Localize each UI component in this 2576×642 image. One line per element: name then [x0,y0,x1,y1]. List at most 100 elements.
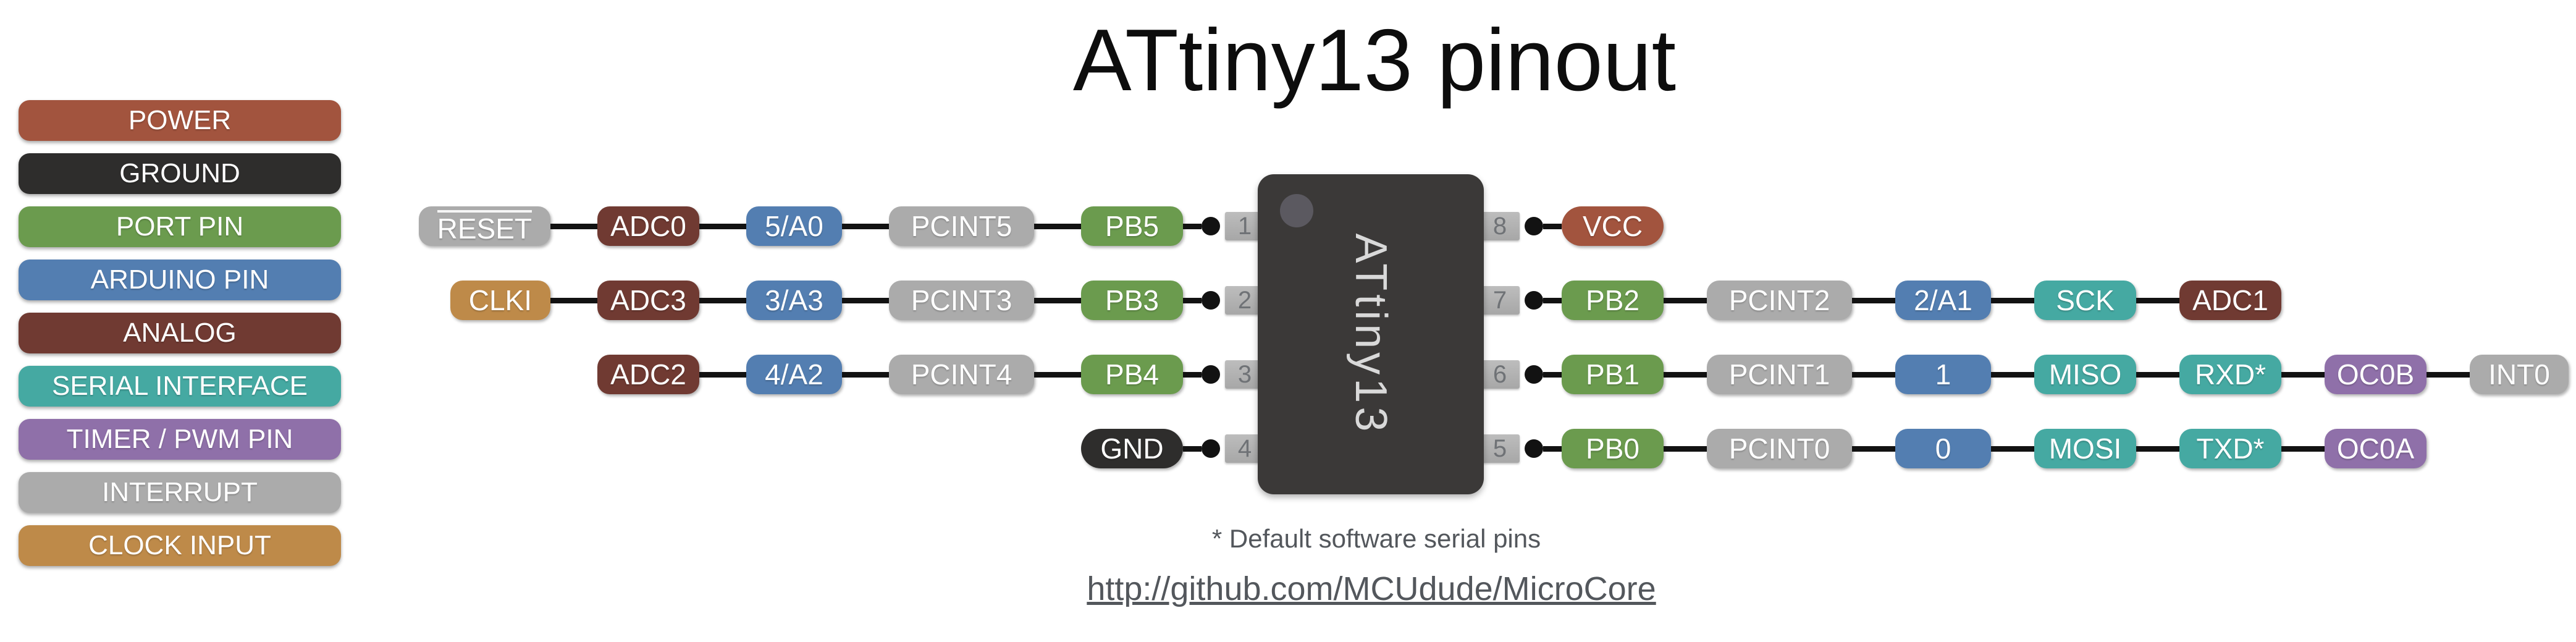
connector-line [1034,371,1081,378]
pin-badge-txd: TXD* [2179,429,2281,468]
overline-label: RESET [437,209,532,243]
pin-badge-oc0b: OC0B [2325,355,2427,394]
pin-badge-vcc: VCC [1562,206,1664,246]
connector-line [1852,371,1895,378]
pin-badge-oc0a: OC0A [2325,429,2427,468]
connector-line [1543,371,1562,378]
connector-line [699,371,746,378]
pin-badge-pb3: PB3 [1081,281,1183,320]
pin-badge-3-a3: 3/A3 [746,281,842,320]
pin-badge-0: 0 [1895,429,1991,468]
pin-badge-clki: CLKI [450,281,550,320]
connector-dot [1202,365,1220,384]
pin-6-tab: 6 [1480,360,1520,389]
connector-line [1183,297,1202,303]
pin-badge-pcint4: PCINT4 [889,355,1034,394]
pin-5-tab: 5 [1480,434,1520,463]
pin-badge-adc0: ADC0 [597,206,699,246]
legend-item-ground: GROUND [19,153,341,194]
pin-badge-1: 1 [1895,355,1991,394]
legend-item-analog: ANALOG [19,313,341,353]
pin-badge-5-a0: 5/A0 [746,206,842,246]
connector-dot [1525,291,1543,310]
connector-line [1852,297,1895,303]
pin-badge-pcint3: PCINT3 [889,281,1034,320]
pin-badge-4-a2: 4/A2 [746,355,842,394]
connector-dot [1202,217,1220,235]
connector-dot [1525,365,1543,384]
connector-line [1664,371,1707,378]
connector-line [1034,297,1081,303]
connector-line [842,223,889,229]
footnote: * Default software serial pins [1211,524,1541,553]
connector-line [1991,297,2034,303]
connector-dot [1202,291,1220,310]
pin-badge-pb2: PB2 [1562,281,1664,320]
connector-line [2281,446,2325,452]
pin-badge-2-a1: 2/A1 [1895,281,1991,320]
connector-line [2136,371,2179,378]
pin-badge-adc3: ADC3 [597,281,699,320]
connector-line [1183,371,1202,378]
pin-badge-adc2: ADC2 [597,355,699,394]
chip-label: ATtiny13 [1346,233,1395,436]
connector-line [842,371,889,378]
legend-item-arduino-pin: ARDUINO PIN [19,260,341,300]
pin-7-tab: 7 [1480,286,1520,315]
connector-line [1183,223,1202,229]
connector-line [842,297,889,303]
connector-line [1183,446,1202,452]
connector-line [1034,223,1081,229]
pin-badge-gnd: GND [1081,429,1183,468]
connector-line [2136,297,2179,303]
pin-badge-mosi: MOSI [2034,429,2136,468]
pin-badge-adc1: ADC1 [2179,281,2281,320]
github-link[interactable]: http://github.com/MCUdude/MicroCore [1087,570,1656,607]
connector-line [2281,371,2325,378]
connector-line [1543,446,1562,452]
pin-badge-pcint1: PCINT1 [1707,355,1852,394]
legend-item-serial-interface: SERIAL INTERFACE [19,366,341,407]
legend-item-interrupt: INTERRUPT [19,472,341,513]
pin-badge-miso: MISO [2034,355,2136,394]
pin-badge-pcint2: PCINT2 [1707,281,1852,320]
connector-dot [1525,217,1543,235]
pin-badge-pb5: PB5 [1081,206,1183,246]
connector-dot [1202,439,1220,458]
pin-badge-sck: SCK [2034,281,2136,320]
legend-item-clock-input: CLOCK INPUT [19,525,341,566]
connector-line [2427,371,2470,378]
chip-pin1-marker-dot [1280,194,1313,227]
connector-line [699,223,746,229]
legend-item-timer-pwm-pin: TIMER / PWM PIN [19,419,341,460]
connector-line [1543,223,1562,229]
connector-line [699,297,746,303]
connector-line [1664,446,1707,452]
connector-line [1852,446,1895,452]
connector-dot [1525,439,1543,458]
chip-body: ATtiny13 [1258,174,1484,494]
pin-badge-reset: RESET [418,206,550,246]
connector-line [550,297,597,303]
pin-badge-rxd: RXD* [2179,355,2281,394]
pin-8-tab: 8 [1480,212,1520,240]
pin-badge-pb4: PB4 [1081,355,1183,394]
pin-badge-pb1: PB1 [1562,355,1664,394]
page-title: ATtiny13 pinout [1072,11,1677,109]
pin-badge-pb0: PB0 [1562,429,1664,468]
connector-line [1664,297,1707,303]
connector-line [1543,297,1562,303]
legend-item-power: POWER [19,100,341,141]
connector-line [550,223,597,229]
pin-badge-pcint5: PCINT5 [889,206,1034,246]
connector-line [1991,371,2034,378]
pin-row-8: 8 VCC [1480,206,1664,246]
